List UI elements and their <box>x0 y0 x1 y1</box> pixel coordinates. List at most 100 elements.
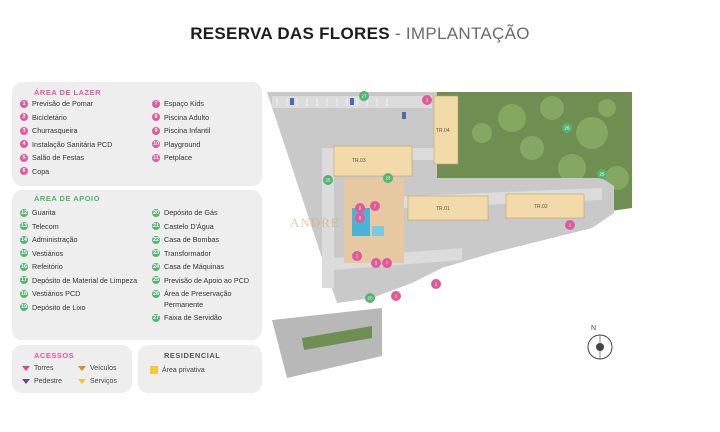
legend-label: Copa <box>32 166 50 176</box>
marker-text: 9 <box>359 206 362 211</box>
number-badge: 21 <box>152 222 160 230</box>
access-label: Veículos <box>90 365 117 372</box>
marker-text: 25 <box>325 178 331 183</box>
legend-item: 16 Refeitório <box>20 262 63 271</box>
legend-label: Previsão de Pomar <box>32 99 94 108</box>
number-badge: 4 <box>20 140 28 148</box>
legend-label: Refeitório <box>32 262 63 271</box>
marker-text: 1 <box>426 98 429 103</box>
marker-2 <box>431 279 441 289</box>
marker-text: 7 <box>374 204 377 209</box>
marker-9 <box>355 203 365 213</box>
site-plan-map: TR.03 TR.04 TR.01 TR.02 27 26 1 25 25 23… <box>267 91 632 378</box>
legend-label: Faixa de Servidão <box>164 313 222 322</box>
triangle-icon <box>78 379 86 384</box>
median-strip <box>302 326 372 350</box>
number-badge: 27 <box>152 313 160 322</box>
tower-tr03: TR.03 <box>333 145 413 177</box>
parking-lines <box>276 98 388 106</box>
marker-3 <box>352 251 362 261</box>
legend-label: Telecom <box>32 221 59 231</box>
access-pedestre: Pedestre <box>22 378 62 385</box>
number-badge: 10 <box>152 140 160 148</box>
legend-item: 6 Copa <box>20 167 49 176</box>
tower-tr04: TR.04 <box>433 95 459 165</box>
marker-25 <box>597 169 607 179</box>
title-sub: IMPLANTAÇÃO <box>405 24 530 43</box>
marker-27 <box>359 91 369 101</box>
access-label: Serviços <box>90 378 117 385</box>
number-badge: 8 <box>152 113 160 121</box>
legend-label: Petplace <box>164 153 192 162</box>
legend-item: 27 Faixa de Servidão <box>152 313 222 322</box>
watermark: ANDRE <box>290 215 340 230</box>
legend-item: 12 Guarita <box>20 208 56 217</box>
legend-label: Churrasqueira <box>32 126 78 135</box>
residencial-privativa: Área privativa <box>150 366 205 374</box>
marker-8 <box>355 213 365 223</box>
number-badge: 16 <box>20 262 28 271</box>
tower-label: TR.03 <box>352 158 366 164</box>
marker-1 <box>391 291 401 301</box>
legend-label: Espaço Kids <box>164 99 204 108</box>
legend-item-continued: Permanente <box>164 300 203 309</box>
number-badge: 11 <box>152 153 160 162</box>
marker-text: 8 <box>359 216 362 221</box>
legend-item: 11 Petplace <box>152 153 192 162</box>
number-badge: 12 <box>20 208 28 217</box>
legend-label: Piscina Infantil <box>164 126 211 135</box>
apoio-heading: ÁREA DE APOIO <box>34 194 100 203</box>
triangle-icon <box>22 366 30 371</box>
access-label: Torres <box>34 365 54 372</box>
marker-1 <box>565 220 575 230</box>
number-badge: 22 <box>152 235 160 244</box>
number-badge: 15 <box>20 249 28 257</box>
legend-label: Piscina Adulto <box>164 112 210 122</box>
number-badge: 9 <box>152 126 160 135</box>
legend-label: Castelo D'Água <box>164 221 214 231</box>
marker-text: 5 <box>375 261 378 266</box>
marker-20 <box>365 293 375 303</box>
tower-tr01: TR.01 <box>407 195 489 221</box>
legend-residencial-panel: RESIDENCIAL Área privativa <box>138 345 262 393</box>
access-label: Pedestre <box>34 378 63 385</box>
legend-item: 15 Vestiários <box>20 249 63 258</box>
triangle-icon <box>22 379 30 384</box>
title-main: RESERVA DAS FLORES <box>190 24 390 43</box>
legend-label: Vestiários <box>32 248 64 258</box>
number-badge: 17 <box>20 276 28 284</box>
number-badge: 20 <box>152 208 160 217</box>
number-badge: 19 <box>20 303 28 311</box>
legend-acessos-panel: ACESSOS Torres Veículos Pedestre Serviço… <box>12 345 132 393</box>
legend-label: Casa de Bombas <box>164 235 220 244</box>
legend-label: Guarita <box>32 208 56 217</box>
compass-icon: N <box>587 325 613 360</box>
number-badge: 26 <box>152 289 160 298</box>
residencial-label: Área privativa <box>162 366 205 374</box>
marker-text: 7 <box>386 261 389 266</box>
number-badge: 24 <box>152 262 160 271</box>
number-badge: 14 <box>20 235 28 244</box>
marker-26 <box>562 123 572 133</box>
number-badge: 6 <box>20 167 28 175</box>
marker-1 <box>422 95 432 105</box>
tower-label: TR.01 <box>436 206 450 212</box>
marker-text: 27 <box>361 94 367 99</box>
